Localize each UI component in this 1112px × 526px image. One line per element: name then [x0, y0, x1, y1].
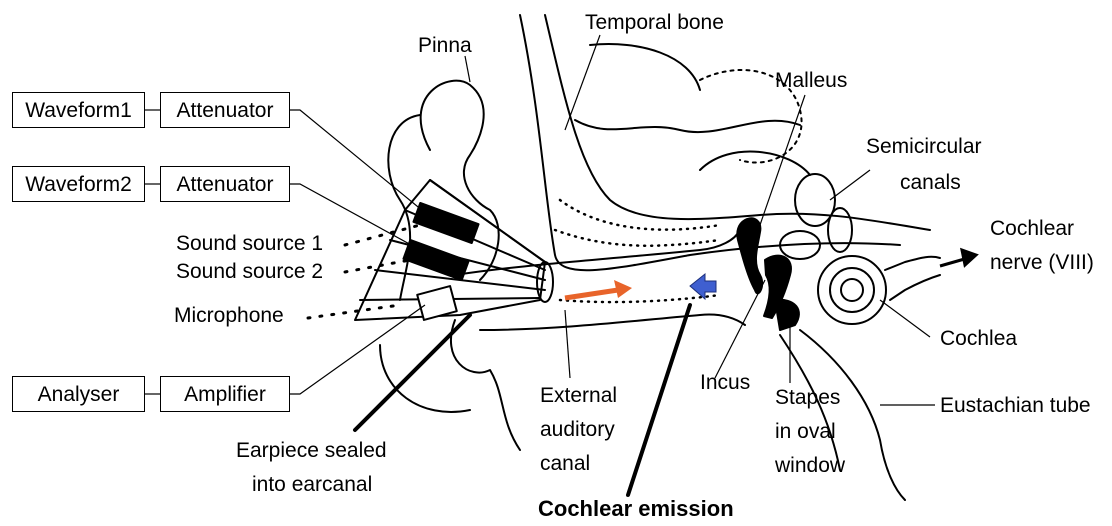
external-canal-label-1: External: [540, 383, 617, 408]
sound-source-2-label: Sound source 2: [176, 259, 323, 284]
amplifier-box: Amplifier: [160, 376, 290, 412]
analyser-label: Analyser: [38, 384, 120, 405]
earlobe-curve: [380, 345, 470, 412]
eustachian-tube-label: Eustachian tube: [940, 393, 1091, 418]
temporal-bone-inner: [545, 15, 930, 230]
malleus-shape: [737, 218, 762, 293]
attenuator2-label: Attenuator: [177, 174, 274, 195]
temporal-bone-label: Temporal bone: [585, 10, 724, 35]
incus-label: Incus: [700, 370, 750, 395]
cochlear-nerve-label-2: nerve (VIII): [990, 250, 1094, 275]
semicircular-label-1: Semicircular: [866, 134, 982, 159]
earpiece-label-2: into earcanal: [252, 472, 372, 497]
external-canal-label-2: auditory: [540, 417, 615, 442]
attenuator1-box: Attenuator: [160, 92, 290, 128]
waveform1-box: Waveform1: [12, 92, 145, 128]
stapes-shape: [775, 300, 799, 330]
cochlear-nerve: [885, 257, 940, 270]
emission-leader: [628, 305, 690, 495]
malleus-label: Malleus: [775, 68, 847, 93]
earpiece-label-1: Earpiece sealed: [236, 438, 387, 463]
cochlear-nerve-label-1: Cochlear: [990, 216, 1074, 241]
emission-arrow-shape: [690, 274, 716, 299]
stapes-label-2: in oval: [775, 419, 836, 444]
temporal-bone-outline: [520, 15, 900, 270]
microphone-label: Microphone: [174, 303, 284, 328]
pinna-label: Pinna: [418, 33, 472, 58]
waveform1-label: Waveform1: [25, 100, 132, 121]
semicircular-label-2: canals: [900, 170, 961, 195]
pinna-lobe: [451, 320, 520, 450]
stapes-label-3: window: [775, 453, 845, 478]
external-canal-label-3: canal: [540, 451, 590, 476]
cochlear-emission-label: Cochlear emission: [538, 496, 734, 522]
attenuator2-box: Attenuator: [160, 166, 290, 202]
cochlea-label: Cochlea: [940, 326, 1017, 351]
analyser-box: Analyser: [12, 376, 145, 412]
waveform2-label: Waveform2: [25, 174, 132, 195]
amplifier-label: Amplifier: [184, 384, 266, 405]
skull-contour: [590, 44, 700, 90]
attenuator1-label: Attenuator: [177, 100, 274, 121]
sound-source-1-label: Sound source 1: [176, 231, 323, 256]
ear-canal-lower: [480, 315, 745, 330]
waveform2-box: Waveform2: [12, 166, 145, 202]
temporal-bone-ridge: [575, 120, 800, 132]
stapes-label-1: Stapes: [775, 385, 840, 410]
